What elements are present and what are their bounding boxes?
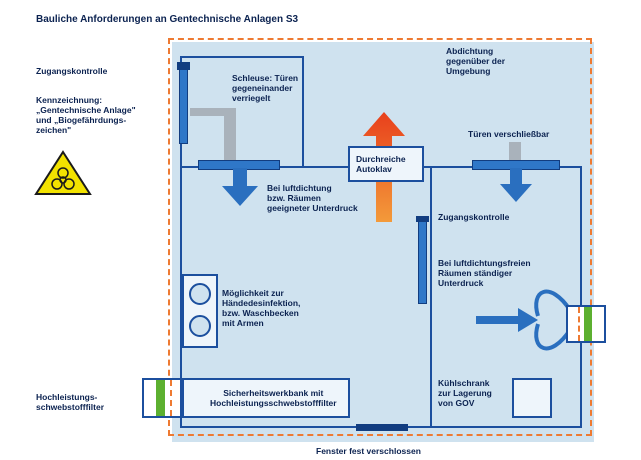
fenster-label: Fenster fest verschlossen <box>316 446 421 456</box>
abdichtung-label: Abdichtung gegenüber der Umgebung <box>446 46 506 76</box>
filter-right <box>566 305 606 343</box>
durchreiche-label: Durchreiche Autoklav <box>356 154 406 174</box>
door-bar-vertical-mid <box>418 218 427 304</box>
containment-boundary <box>168 38 592 436</box>
tueren-verschliessbar-label: Türen verschließbar <box>468 129 550 139</box>
duct-grey-right <box>509 142 521 162</box>
sink-basin-icon <box>189 283 211 305</box>
arrow-down-icon <box>500 168 532 202</box>
sink-unit <box>182 274 218 348</box>
zugangskontrolle-label-right: Zugangskontrolle <box>438 212 510 222</box>
unterdruck-raum-label: Bei luftdichtungsfreien Räumen ständiger… <box>438 258 531 288</box>
sink-basin-icon <box>189 315 211 337</box>
zugangskontrolle-label-left: Zugangskontrolle <box>36 66 108 76</box>
window-bar <box>356 424 408 431</box>
door-bar-mid-cap <box>416 216 429 222</box>
safety-cabinet: Sicherheitswerkbank mit Hochleistungssch… <box>182 378 350 418</box>
fridge-box <box>512 378 552 418</box>
schleuse-label: Schleuse: Türen gegeneinander verriegelt <box>232 73 299 103</box>
durchreiche-box <box>348 146 424 182</box>
sicherheitswerkbank-label: Sicherheitswerkbank mit Hochleistungssch… <box>210 388 337 408</box>
kuehleinrichtung-label: Kühlschrank zur Lagerung von GOV <box>438 378 492 408</box>
waschgelegenheit-label: Möglichkeit zur Händedesinfektion, bzw. … <box>222 288 301 328</box>
door-bar-left <box>179 62 188 144</box>
lab-panel <box>172 42 594 442</box>
arrow-right-icon <box>476 289 572 351</box>
filter-left <box>142 378 182 418</box>
page-title: Bauliche Anforderungen an Gentechnische … <box>36 14 299 25</box>
kennzeichnung-label: Kennzeichnung: „Gentechnische Anlage" un… <box>36 95 136 135</box>
unterdruck-schleuse-label: Bei luftdichtung bzw. Räumen geeigneter … <box>267 183 358 213</box>
hochleistungsfilter-label: Hochleistungs- schwebstofffilter <box>36 392 105 412</box>
door-bar-cap <box>177 62 190 70</box>
biohazard-icon <box>34 150 92 195</box>
arrow-down-icon <box>222 168 258 206</box>
duct-grey <box>190 108 236 164</box>
